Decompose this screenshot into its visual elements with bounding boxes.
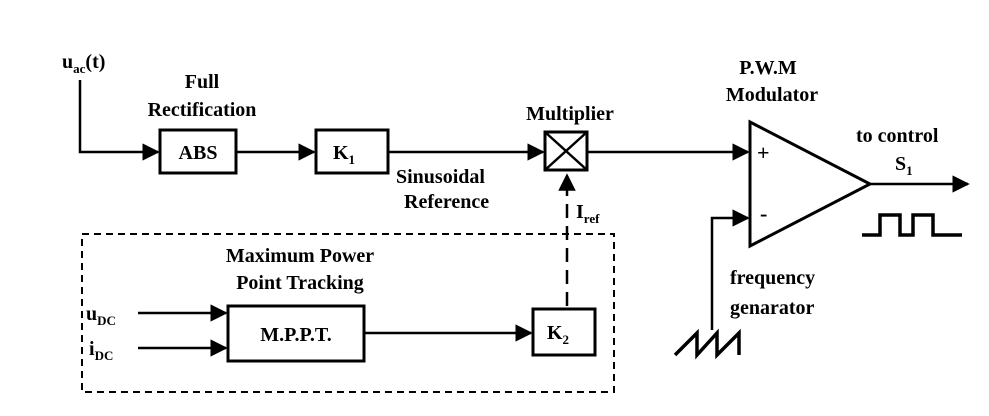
k2-label: K2 [547,322,569,347]
output-s1-label: S1 [895,153,913,178]
sinusoidal-label-2: Reference [404,191,489,213]
mppt-group-label-1: Maximum Power [226,245,374,267]
full-rect-label-1: Full [185,71,220,93]
uac-wire [78,80,160,161]
sawtooth-icon [673,328,741,360]
multiplier-label: Multiplier [526,103,614,125]
uac-label: uac(t) [62,51,105,76]
pulse-train-icon [862,213,962,237]
k2-block [531,307,597,357]
abs-block [158,128,238,175]
idc-label: iDC [89,338,113,363]
carrier-wire [710,209,750,330]
sinusoidal-label-1: Sinusoidal [396,166,485,188]
multiplier-cross-icon [544,131,588,171]
udc-label: uDC [86,303,116,328]
abs-label: ABS [179,142,218,164]
iref-label: Iref [576,201,600,226]
output-label: to control [856,125,939,147]
freq-label-1: frequency [730,267,815,289]
pwm-label-1: P.W.M [739,57,797,79]
mppt-group-box [81,233,615,393]
k1-label: K1 [333,142,355,167]
pwm-comparator [748,119,874,249]
full-rect-label-2: Rectification [148,99,257,121]
mppt-group-label-2: Point Tracking [236,272,364,294]
pwm-label-2: Modulator [726,84,818,106]
freq-label-2: genarator [730,297,815,319]
mppt-label: M.P.P.T. [260,324,332,346]
plus-sign: + [757,140,770,165]
minus-sign: - [760,201,767,226]
